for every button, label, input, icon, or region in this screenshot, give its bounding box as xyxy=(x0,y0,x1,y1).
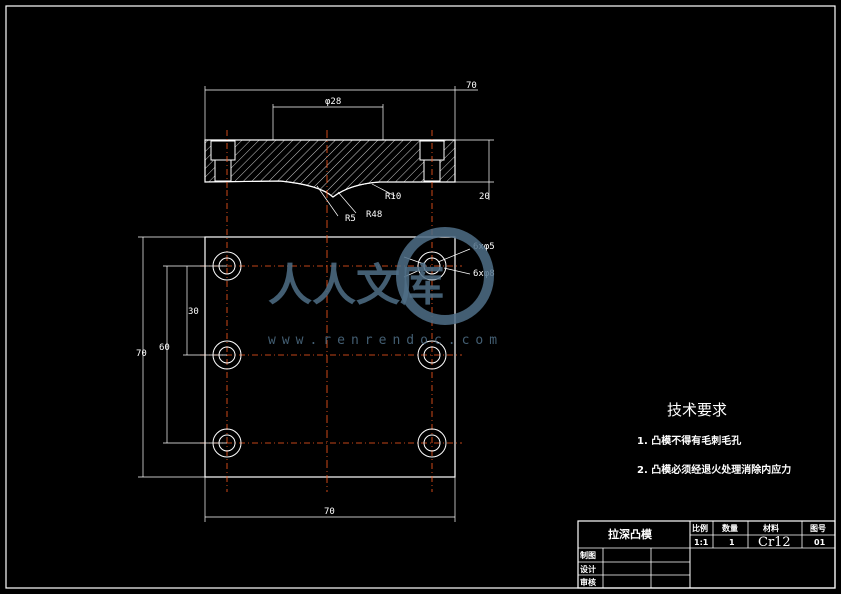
tech-req-item-2: 2. 凸模必须经退火处理消除内应力 xyxy=(637,463,791,476)
dim-height-70: 70 xyxy=(136,349,147,359)
tech-req-item-1: 1. 凸模不得有毛刺毛孔 xyxy=(637,434,741,447)
header-quantity: 数量 xyxy=(722,523,738,533)
dim-pitch-30: 30 xyxy=(188,307,199,317)
plate-outline xyxy=(204,236,456,478)
hole-bottom-right xyxy=(417,428,447,458)
dim-radius-r5: R5 xyxy=(345,214,356,224)
dim-center-diameter: φ28 xyxy=(325,97,341,107)
dim-height-20: 20 xyxy=(479,192,490,202)
watermark-url: www.renrendoc.com xyxy=(268,333,503,348)
header-material: 材料 xyxy=(763,523,779,533)
plan-view: 6xφ5 6xφ8 30 60 70 70 xyxy=(136,130,495,522)
section-hatch-body xyxy=(204,139,456,198)
watermark: 人人文库 www.renrendoc.com xyxy=(268,227,503,348)
header-drawing-no: 图号 xyxy=(810,524,826,533)
role-designed: 设计 xyxy=(580,564,596,574)
technical-requirements: 技术要求 1. 凸模不得有毛刺毛孔 2. 凸模必须经退火处理消除内应力 xyxy=(637,401,791,476)
value-drawing-no: 01 xyxy=(814,538,826,547)
dim-width-70: 70 xyxy=(324,507,335,517)
hole-top-right xyxy=(417,251,447,281)
dim-radius-r10: R10 xyxy=(385,192,401,202)
hole-mid-right xyxy=(417,340,447,370)
header-scale: 比例 xyxy=(692,523,708,533)
counterbore-left xyxy=(210,140,236,161)
watermark-text: 人人文库 xyxy=(268,260,444,311)
dim-top-width: 70 xyxy=(466,81,477,91)
watermark-circle-icon xyxy=(396,227,494,325)
part-name: 拉深凸模 xyxy=(608,527,653,541)
section-outline xyxy=(204,139,456,198)
bore-left xyxy=(214,159,232,182)
drawing-border xyxy=(5,5,836,589)
role-reviewed: 审核 xyxy=(580,577,596,587)
value-quantity: 1 xyxy=(729,538,735,547)
section-view: 70 φ28 20 R10 R48 R5 xyxy=(204,81,494,224)
value-material: Cr12 xyxy=(758,535,791,550)
role-drafted: 制图 xyxy=(580,550,596,560)
title-block: 拉深凸模 比例 数量 材料 图号 1:1 1 Cr12 01 制图 设计 审核 xyxy=(577,520,836,589)
dim-radius-r48: R48 xyxy=(366,210,382,220)
value-scale: 1:1 xyxy=(694,538,709,547)
dim-pitch-60: 60 xyxy=(159,343,170,353)
dim-hole-6x8: 6xφ8 xyxy=(473,269,495,279)
tech-req-title: 技术要求 xyxy=(667,401,727,419)
